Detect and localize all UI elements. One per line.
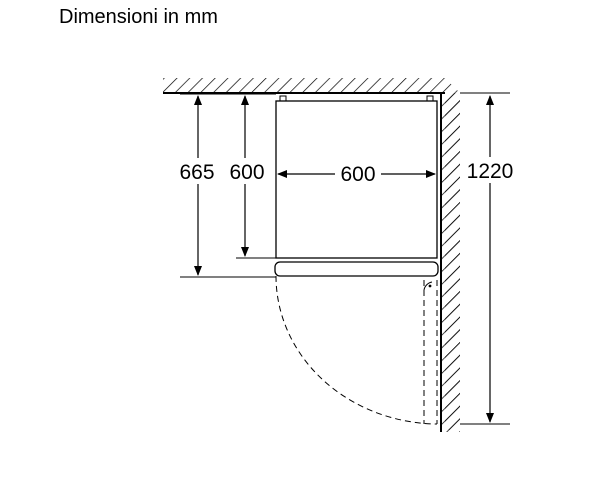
extension-lines (180, 92, 510, 425)
dimension-600-width: 600 (277, 160, 436, 186)
dimension-label-665: 665 (179, 161, 214, 184)
dimension-label-1220: 1220 (467, 160, 514, 183)
dimension-600-depth: 600 (226, 95, 270, 257)
appliance-body (275, 95, 438, 259)
back-wall (163, 78, 445, 94)
dimension-1220: 1220 (462, 95, 520, 423)
dimension-label-600-depth: 600 (229, 161, 264, 184)
page-title: Dimensioni in mm (59, 6, 218, 28)
appliance-door (274, 261, 439, 277)
side-wall (440, 78, 460, 432)
dimension-665: 665 (175, 95, 220, 276)
door-swing-arc (275, 275, 438, 425)
dimension-label-600-width: 600 (340, 163, 375, 186)
